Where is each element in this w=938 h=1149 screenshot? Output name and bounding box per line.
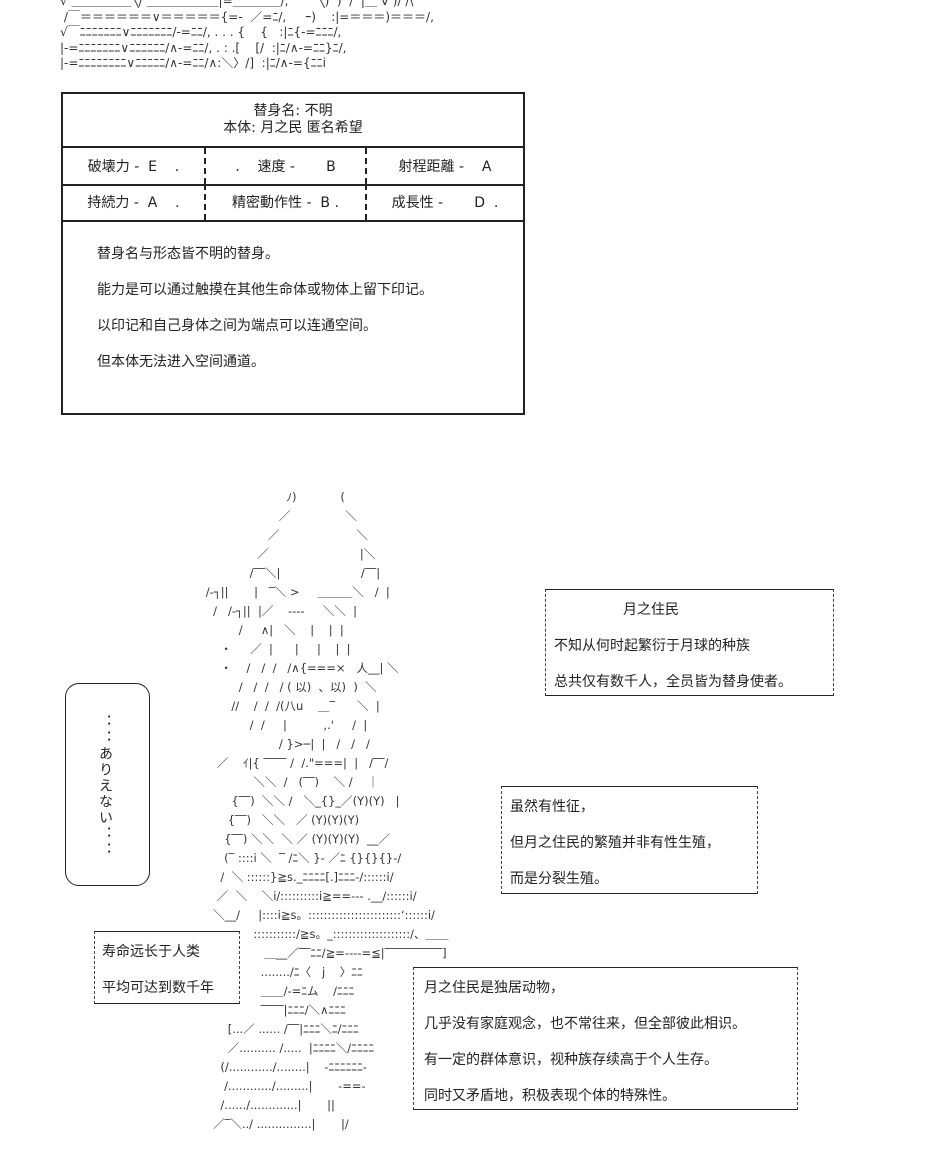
top-ascii-art: √ ＿＿＿＿＿╲/ ＿＿＿＿＿＿|=＿＿＿＿/, `╲) ) / |＿ V )/… <box>60 0 434 70</box>
stat-precision: 精密動作性 - B . <box>206 184 367 220</box>
speech-bubble: ：：ありえない：： <box>65 683 150 886</box>
stat-persistence: 持続力 - A . <box>63 184 206 220</box>
stand-user-line: 本体: 月之民 匿名希望 <box>223 120 363 136</box>
description-line: 但本体无法进入空间通道。 <box>97 354 265 370</box>
description-line: 能力是可以通过触摸在其他生命体或物体上留下印记。 <box>97 282 433 298</box>
box-title: 月之住民 <box>623 602 679 618</box>
description-line: 替身名与形态皆不明的替身。 <box>97 246 279 262</box>
box-line: 不知从何时起繁衍于月球的种族 <box>554 638 750 654</box>
box-line: 有一定的群体意识，视种族存续高于个人生存。 <box>424 1052 718 1068</box>
stand-stats-card: 替身名: 不明 本体: 月之民 匿名希望 破壊力 - E . . 速度 - B … <box>61 92 525 415</box>
box-line: 几乎没有家庭观念，也不常往来，但全部彼此相识。 <box>424 1016 746 1032</box>
stand-header: 替身名: 不明 本体: 月之民 匿名希望 <box>63 94 523 148</box>
stat-speed: . 速度 - B <box>206 148 367 184</box>
box-line: 而是分裂生殖。 <box>510 871 608 887</box>
box-line: 寿命远长于人类 <box>102 944 200 960</box>
lifespan-box: 寿命远长于人类 平均可达到数千年 <box>94 931 240 1004</box>
box-line: 平均可达到数千年 <box>102 980 214 996</box>
moon-people-box: 月之住民 不知从何时起繁衍于月球的种族 总共仅有数千人，全员皆为替身使者。 <box>545 589 834 696</box>
stats-row-2: 持続力 - A . 精密動作性 - B . 成長性 - D . <box>63 184 523 222</box>
box-line: 但月之住民的繁殖并非有性生殖， <box>510 835 720 851</box>
figure-ascii-art: ﾉ) ( ／ ＼ ／ ＼ ／ |＼ <box>205 490 449 1131</box>
box-line: 虽然有性征， <box>510 799 594 815</box>
stand-name-line: 替身名: 不明 <box>253 103 333 119</box>
stat-potential: 成長性 - D . <box>391 195 499 211</box>
box-line: 总共仅有数千人，全员皆为替身使者。 <box>554 674 792 690</box>
solitary-box: 月之住民是独居动物， 几乎没有家庭观念，也不常往来，但全部彼此相识。 有一定的群… <box>413 967 798 1110</box>
description-line: 以印记和自己身体之间为端点可以连通空间。 <box>97 318 377 334</box>
stat-destructive-power: 破壊力 - E . <box>63 148 206 184</box>
reproduction-box: 虽然有性征， 但月之住民的繁殖并非有性生殖， 而是分裂生殖。 <box>501 786 758 894</box>
box-line: 月之住民是独居动物， <box>424 980 564 996</box>
stats-row-1: 破壊力 - E . . 速度 - B 射程距離 - A <box>63 148 523 186</box>
stand-description: 替身名与形态皆不明的替身。 能力是可以通过触摸在其他生命体或物体上留下印记。 以… <box>97 244 513 388</box>
speech-text: ：：ありえない：： <box>97 714 113 858</box>
stat-range: 射程距離 - A <box>398 159 492 175</box>
box-line: 同时又矛盾地，积极表现个体的特殊性。 <box>424 1088 676 1104</box>
